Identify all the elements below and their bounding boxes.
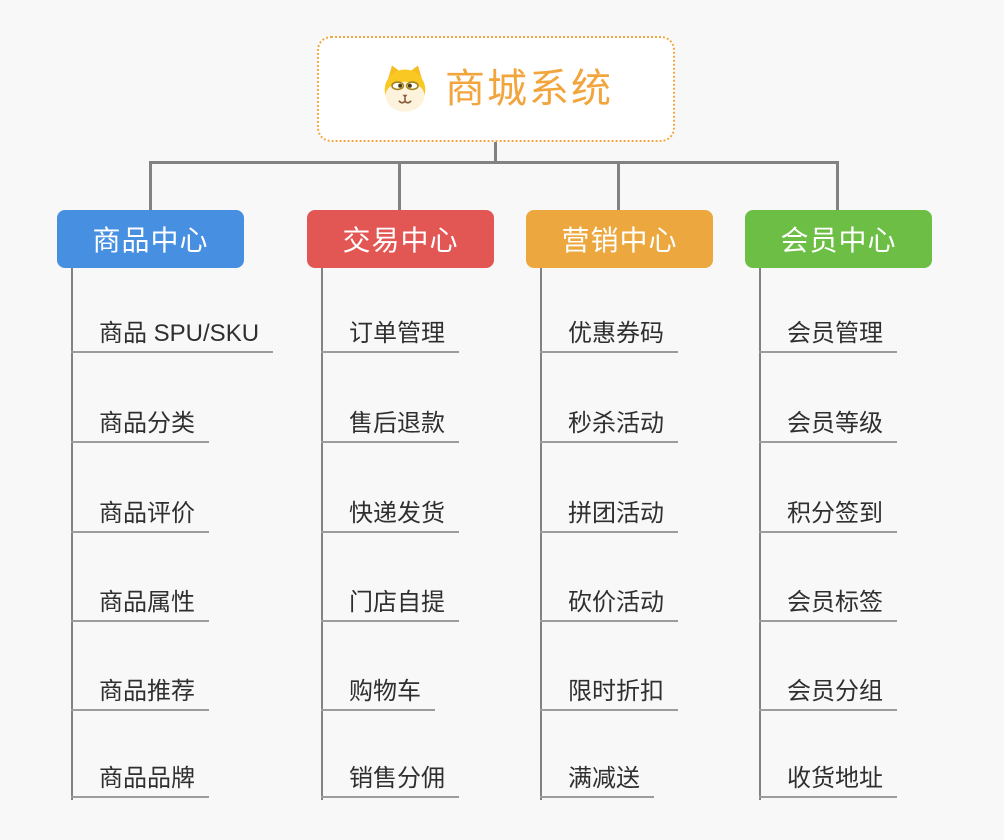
trunk-branch-3 <box>540 268 542 800</box>
leaf-topic[interactable]: 会员等级 <box>759 405 897 443</box>
branch-topic-label: 营销中心 <box>561 225 678 256</box>
connector-root-stub <box>494 142 497 163</box>
leaf-topic[interactable]: 商品品牌 <box>71 760 209 798</box>
leaf-topic[interactable]: 满减送 <box>540 760 654 798</box>
leaf-topic[interactable]: 拼团活动 <box>540 495 678 533</box>
leaf-topic[interactable]: 商品属性 <box>71 584 209 622</box>
leaf-topic[interactable]: 销售分佣 <box>321 760 459 798</box>
leaf-topic[interactable]: 商品 SPU/SKU <box>71 315 274 353</box>
leaf-topic[interactable]: 售后退款 <box>321 405 459 443</box>
trunk-branch-4 <box>759 268 761 800</box>
branch-topic-label: 会员中心 <box>780 225 897 256</box>
leaf-topic[interactable]: 砍价活动 <box>540 584 678 622</box>
leaf-topic[interactable]: 会员标签 <box>759 584 897 622</box>
branch-topic-label: 商品中心 <box>92 225 209 256</box>
leaf-topic[interactable]: 会员管理 <box>759 315 897 353</box>
leaf-topic[interactable]: 购物车 <box>321 673 435 711</box>
leaf-topic[interactable]: 订单管理 <box>321 315 459 353</box>
root-topic-label: 商城系统 <box>445 67 613 111</box>
branch-topic-marketing[interactable]: 营销中心 <box>526 210 713 268</box>
leaf-topic[interactable]: 限时折扣 <box>540 673 678 711</box>
root-topic[interactable]: 商城系统 <box>317 36 675 142</box>
leaf-topic[interactable]: 积分签到 <box>759 495 897 533</box>
leaf-topic[interactable]: 商品推荐 <box>71 673 209 711</box>
leaf-topic[interactable]: 门店自提 <box>321 584 459 622</box>
branch-topic-trade[interactable]: 交易中心 <box>307 210 494 268</box>
trunk-branch-2 <box>321 268 323 800</box>
branch-topic-label: 交易中心 <box>342 225 459 256</box>
leaf-topic[interactable]: 快递发货 <box>321 495 459 533</box>
leaf-topic[interactable]: 秒杀活动 <box>540 405 678 443</box>
branch-topic-products[interactable]: 商品中心 <box>57 210 244 268</box>
leaf-topic[interactable]: 商品评价 <box>71 495 209 533</box>
trunk-branch-1 <box>71 268 73 800</box>
connector-drop-branch-1 <box>149 161 152 210</box>
leaf-topic[interactable]: 优惠券码 <box>540 315 678 353</box>
connector-drop-branch-2 <box>398 161 401 210</box>
leaf-topic[interactable]: 收货地址 <box>759 760 897 798</box>
connector-drop-branch-4 <box>836 161 839 210</box>
connector-horizontal-rail <box>149 161 839 164</box>
connector-drop-branch-3 <box>617 161 620 210</box>
leaf-topic[interactable]: 商品分类 <box>71 405 209 443</box>
branch-topic-members[interactable]: 会员中心 <box>745 210 932 268</box>
dog-face-icon <box>384 65 426 112</box>
leaf-topic[interactable]: 会员分组 <box>759 673 897 711</box>
